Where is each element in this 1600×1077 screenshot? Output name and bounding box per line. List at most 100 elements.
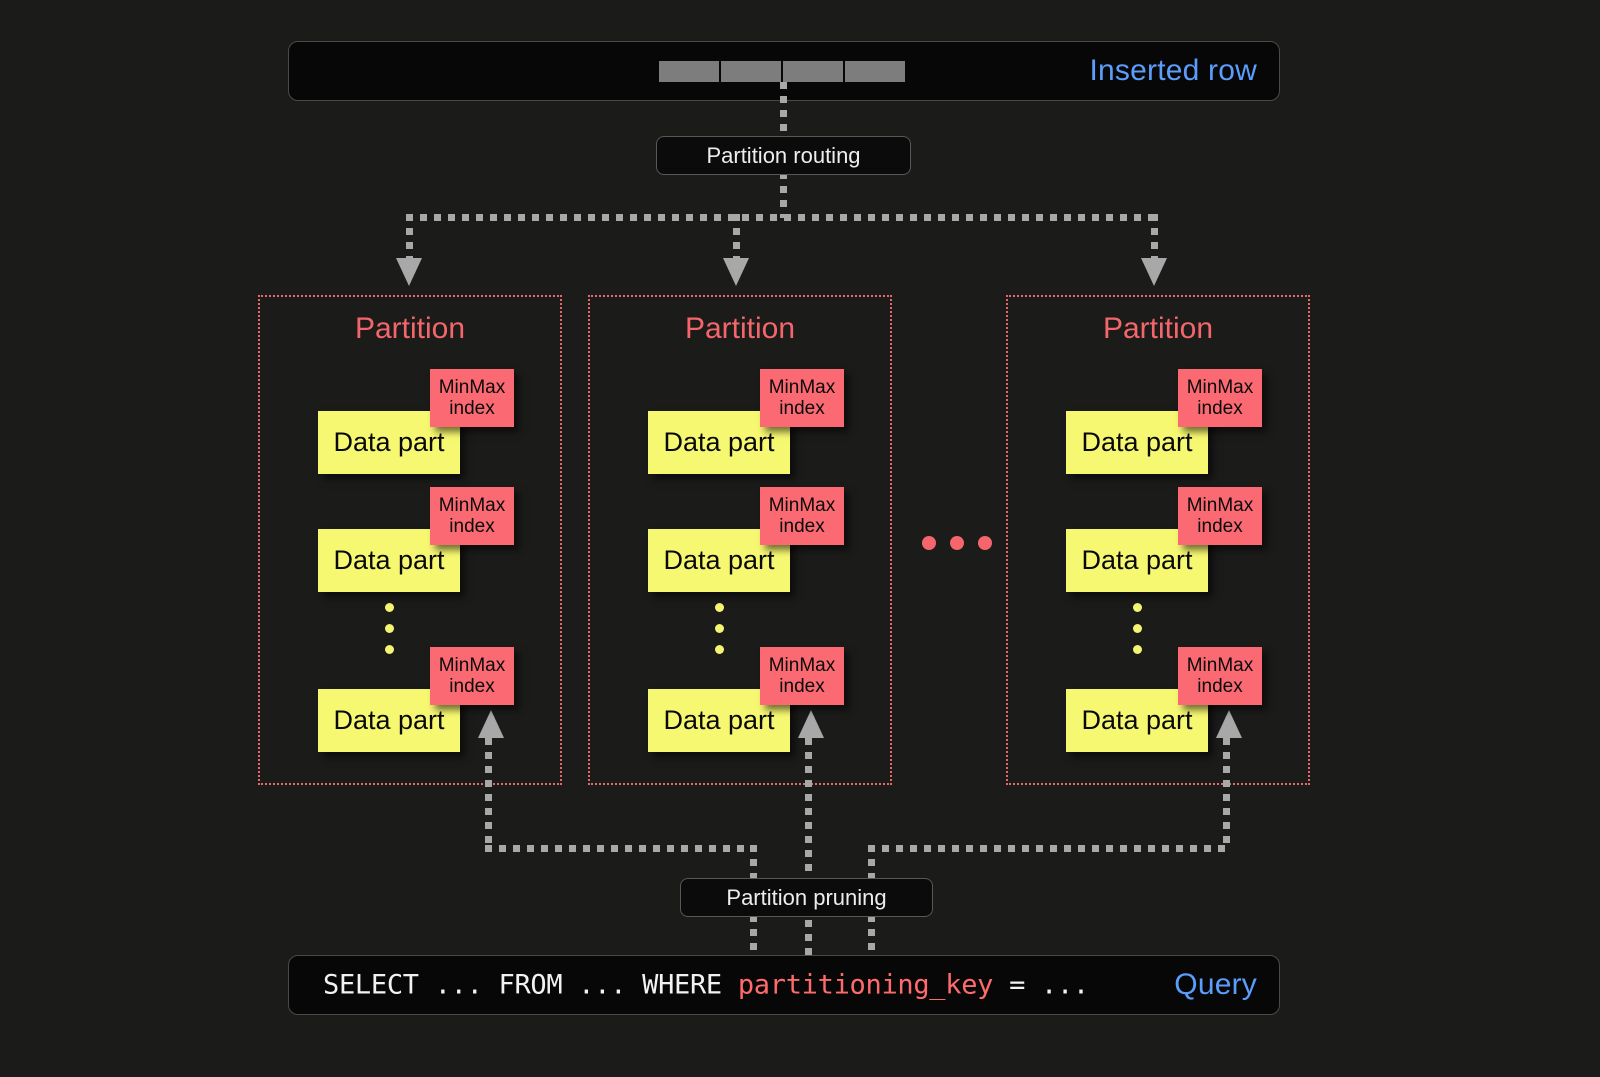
arrowhead-down-partition-1 — [396, 258, 422, 286]
data-part-group: MinMax index Data part — [1066, 647, 1316, 752]
sql-suffix: = ... — [993, 969, 1089, 1001]
minmax-line-2: index — [1197, 398, 1243, 419]
connector-pruning-to-partition-1 — [485, 738, 492, 848]
data-part-ellipsis — [1133, 603, 1142, 654]
minmax-line-2: index — [1197, 676, 1243, 697]
minmax-line-1: MinMax — [768, 376, 836, 398]
minmax-line-2: index — [449, 516, 495, 537]
minmax-line-1: MinMax — [1186, 494, 1254, 516]
minmax-line-2: index — [779, 516, 825, 537]
minmax-index-box[interactable]: MinMax index — [1178, 647, 1262, 705]
data-part-group: MinMax index Data part — [318, 647, 568, 752]
partition-routing-box[interactable]: Partition routing — [656, 136, 911, 175]
ellipsis-dot — [978, 536, 992, 550]
minmax-line-1: MinMax — [768, 494, 836, 516]
minmax-index-box[interactable]: MinMax index — [430, 647, 514, 705]
data-part-group: MinMax index Data part — [1066, 487, 1316, 592]
partition-ellipsis — [922, 536, 992, 550]
data-part-label: Data part — [663, 427, 775, 457]
data-part-group: MinMax index Data part — [648, 487, 898, 592]
minmax-line-2: index — [779, 676, 825, 697]
ellipsis-dot — [715, 624, 724, 633]
partition-box-1[interactable]: Partition MinMax index Data part MinMax … — [258, 295, 562, 785]
sql-partitioning-key: partitioning_key — [737, 969, 994, 1001]
row-cell — [845, 61, 905, 82]
connector-pruning-bus-right — [868, 845, 1230, 852]
ellipsis-dot — [385, 624, 394, 633]
row-cell — [659, 61, 719, 82]
arrowhead-up-partition-3 — [1216, 710, 1242, 738]
sql-prefix: SELECT ... FROM ... WHERE — [323, 969, 738, 1001]
data-part-group: MinMax index Data part — [318, 369, 568, 474]
inserted-row-banner: Inserted row — [288, 41, 1280, 101]
connector-routing-bus — [406, 214, 1158, 221]
minmax-index-box[interactable]: MinMax index — [430, 369, 514, 427]
ellipsis-dot — [922, 536, 936, 550]
connector-bus-to-partition-2 — [733, 214, 740, 266]
minmax-index-box[interactable]: MinMax index — [1178, 487, 1262, 545]
query-banner: SELECT ... FROM ... WHERE partitioning_k… — [288, 955, 1280, 1015]
minmax-line-2: index — [779, 398, 825, 419]
data-part-ellipsis — [385, 603, 394, 654]
minmax-index-box[interactable]: MinMax index — [1178, 369, 1262, 427]
data-part-label: Data part — [333, 427, 445, 457]
partition-title: Partition — [684, 312, 796, 345]
partition-box-2[interactable]: Partition MinMax index Data part MinMax … — [588, 295, 892, 785]
data-part-group: MinMax index Data part — [648, 647, 898, 752]
arrowhead-up-partition-2 — [798, 710, 824, 738]
partition-routing-label: Partition routing — [706, 142, 861, 168]
data-part-label: Data part — [333, 705, 445, 735]
query-label: Query — [1174, 968, 1257, 1001]
minmax-line-1: MinMax — [1186, 654, 1254, 676]
connector-routing-to-bus — [780, 172, 787, 218]
partition-title: Partition — [1102, 312, 1214, 345]
connector-pruning-to-partition-2 — [805, 738, 812, 955]
connector-pruning-to-partition-3 — [1223, 738, 1230, 848]
minmax-line-1: MinMax — [768, 654, 836, 676]
minmax-line-1: MinMax — [438, 494, 506, 516]
minmax-line-2: index — [449, 398, 495, 419]
data-part-label: Data part — [333, 545, 445, 575]
minmax-line-2: index — [449, 676, 495, 697]
minmax-line-1: MinMax — [438, 654, 506, 676]
minmax-index-box[interactable]: MinMax index — [760, 487, 844, 545]
data-part-label: Data part — [663, 705, 775, 735]
data-part-box[interactable]: Data part — [318, 411, 460, 474]
ellipsis-dot — [385, 645, 394, 654]
ellipsis-dot — [950, 536, 964, 550]
row-cell — [783, 61, 843, 82]
query-sql-text: SELECT ... FROM ... WHERE partitioning_k… — [323, 970, 1089, 1001]
arrowhead-down-partition-3 — [1141, 258, 1167, 286]
minmax-index-box[interactable]: MinMax index — [760, 647, 844, 705]
data-part-group: MinMax index Data part — [1066, 369, 1316, 474]
connector-bus-to-partition-3 — [1151, 214, 1158, 266]
row-cell — [721, 61, 781, 82]
arrowhead-down-partition-2 — [723, 258, 749, 286]
data-part-ellipsis — [715, 603, 724, 654]
ellipsis-dot — [1133, 603, 1142, 612]
arrowhead-up-partition-1 — [478, 710, 504, 738]
partition-box-3[interactable]: Partition MinMax index Data part MinMax … — [1006, 295, 1310, 785]
minmax-index-box[interactable]: MinMax index — [430, 487, 514, 545]
minmax-line-2: index — [1197, 516, 1243, 537]
data-part-label: Data part — [1081, 427, 1193, 457]
minmax-line-1: MinMax — [1186, 376, 1254, 398]
ellipsis-dot — [1133, 624, 1142, 633]
connector-pruning-bus-left — [485, 845, 757, 852]
ellipsis-dot — [385, 603, 394, 612]
partition-title: Partition — [354, 312, 466, 345]
ellipsis-dot — [715, 603, 724, 612]
data-part-label: Data part — [1081, 705, 1193, 735]
data-part-box[interactable]: Data part — [648, 411, 790, 474]
connector-insert-to-routing — [780, 82, 787, 140]
partition-pruning-label: Partition pruning — [726, 884, 887, 910]
data-part-box[interactable]: Data part — [1066, 411, 1208, 474]
minmax-index-box[interactable]: MinMax index — [760, 369, 844, 427]
partition-pruning-box[interactable]: Partition pruning — [680, 878, 933, 917]
ellipsis-dot — [715, 645, 724, 654]
ellipsis-dot — [1133, 645, 1142, 654]
connector-bus-to-partition-1 — [406, 214, 413, 266]
inserted-row-cells — [659, 61, 905, 82]
data-part-group: MinMax index Data part — [648, 369, 898, 474]
